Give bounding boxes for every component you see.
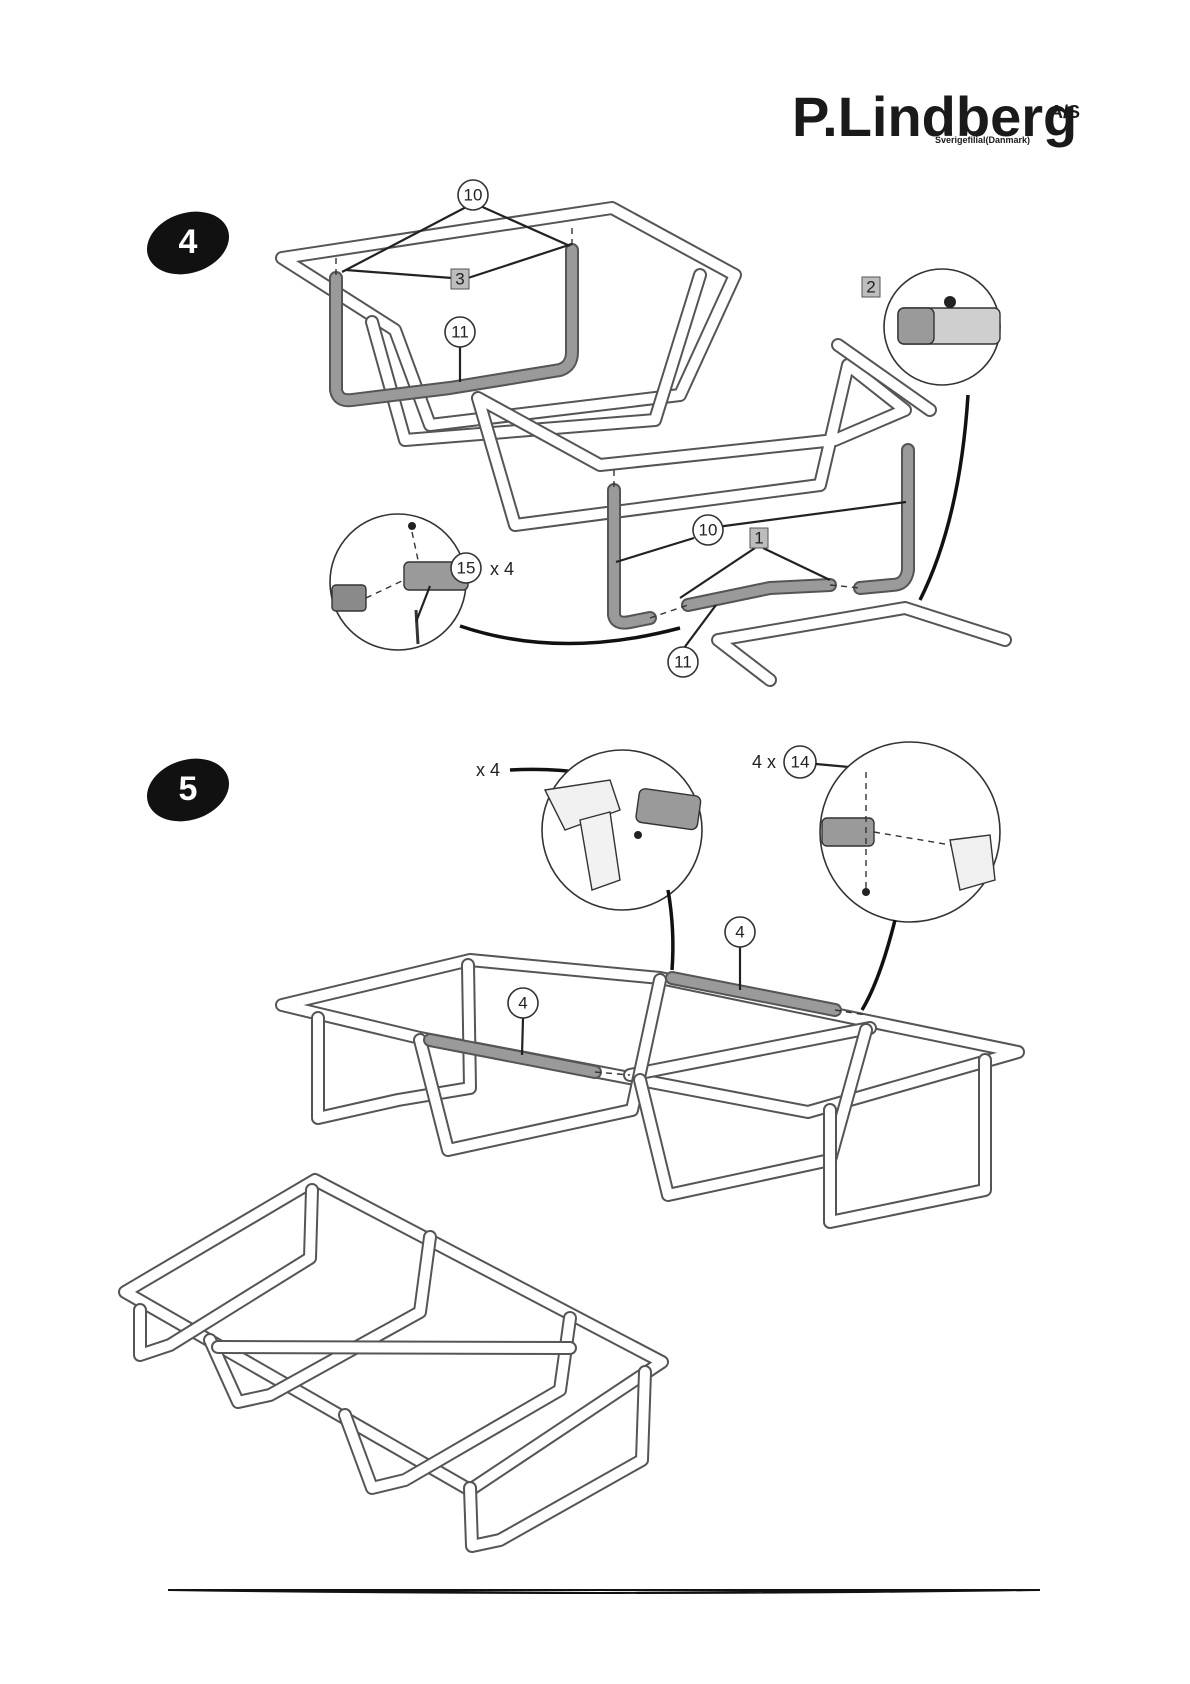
- step-4-frame-upper: [282, 208, 735, 440]
- step-5-detail-right: 4 x 14: [752, 742, 1000, 1010]
- step-5-badge: 5: [139, 748, 237, 831]
- callout-15-qty: x 4: [490, 559, 514, 579]
- svg-text:4: 4: [518, 994, 527, 1013]
- svg-text:11: 11: [674, 653, 692, 672]
- step-5-number: 5: [179, 770, 198, 808]
- detail-left-qty: x 4: [476, 760, 500, 780]
- step-4-detail-left: 15 x 4: [330, 514, 680, 650]
- step-5-detail-left: x 4: [476, 750, 702, 970]
- assembled-frame: [125, 1180, 662, 1546]
- step-4-frame-lower: [478, 345, 1005, 680]
- svg-text:10: 10: [464, 186, 483, 205]
- logo-subtitle: Sverigefilial(Danmark): [935, 135, 1030, 145]
- step-4-number: 4: [179, 223, 198, 261]
- svg-text:2: 2: [866, 278, 875, 297]
- svg-text:10: 10: [699, 521, 718, 540]
- svg-text:4: 4: [735, 923, 744, 942]
- logo-suffix: A/S: [1050, 102, 1080, 122]
- step-5-frame: [282, 960, 1018, 1222]
- svg-text:3: 3: [455, 270, 464, 289]
- footer-rule: [168, 1590, 1040, 1593]
- svg-text:14: 14: [791, 753, 810, 772]
- svg-text:1: 1: [754, 529, 763, 548]
- company-logo: P.Lindberg A/S Sverigefilial(Danmark): [792, 85, 1080, 148]
- svg-text:15: 15: [457, 559, 476, 578]
- svg-text:11: 11: [451, 323, 469, 342]
- step-4-badge: 4: [139, 201, 237, 284]
- detail-right-prefix: 4 x: [752, 752, 776, 772]
